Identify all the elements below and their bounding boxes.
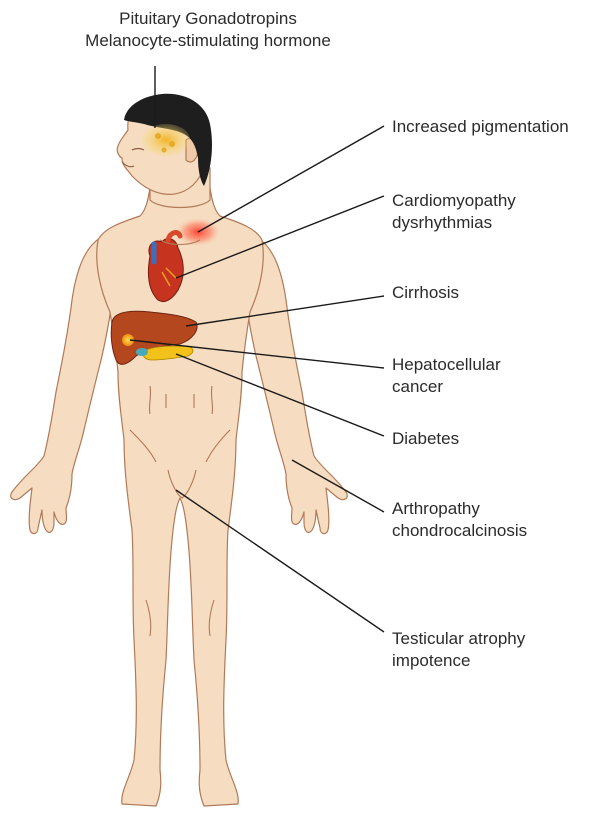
- label-cirrhosis: Cirrhosis: [392, 282, 459, 304]
- label-text: Cirrhosis: [392, 282, 459, 304]
- label-hepatocellular-cancer: Hepatocellular cancer: [392, 354, 501, 398]
- pituitary-label-line1: Pituitary Gonadotropins: [0, 8, 418, 30]
- label-text: cancer: [392, 376, 501, 398]
- pituitary-label-line2: Melanocyte-stimulating hormone: [0, 30, 418, 52]
- label-testicular-atrophy: Testicular atrophy impotence: [392, 628, 525, 672]
- label-text: dysrhythmias: [392, 212, 516, 234]
- label-text: chondrocalcinosis: [392, 520, 527, 542]
- label-text: Diabetes: [392, 428, 459, 450]
- label-text: impotence: [392, 650, 525, 672]
- label-text: Testicular atrophy: [392, 628, 525, 650]
- label-increased-pigmentation: Increased pigmentation: [392, 116, 569, 138]
- label-cardiomyopathy: Cardiomyopathy dysrhythmias: [392, 190, 516, 234]
- label-text: Hepatocellular: [392, 354, 501, 376]
- pituitary-label: Pituitary Gonadotropins Melanocyte-stimu…: [0, 8, 418, 52]
- label-text: Increased pigmentation: [392, 116, 569, 138]
- label-text: Cardiomyopathy: [392, 190, 516, 212]
- label-diabetes: Diabetes: [392, 428, 459, 450]
- leader-pigmentation: [198, 126, 384, 232]
- label-text: Arthropathy: [392, 498, 527, 520]
- body-silhouette: [11, 98, 348, 806]
- label-arthropathy: Arthropathy chondrocalcinosis: [392, 498, 527, 542]
